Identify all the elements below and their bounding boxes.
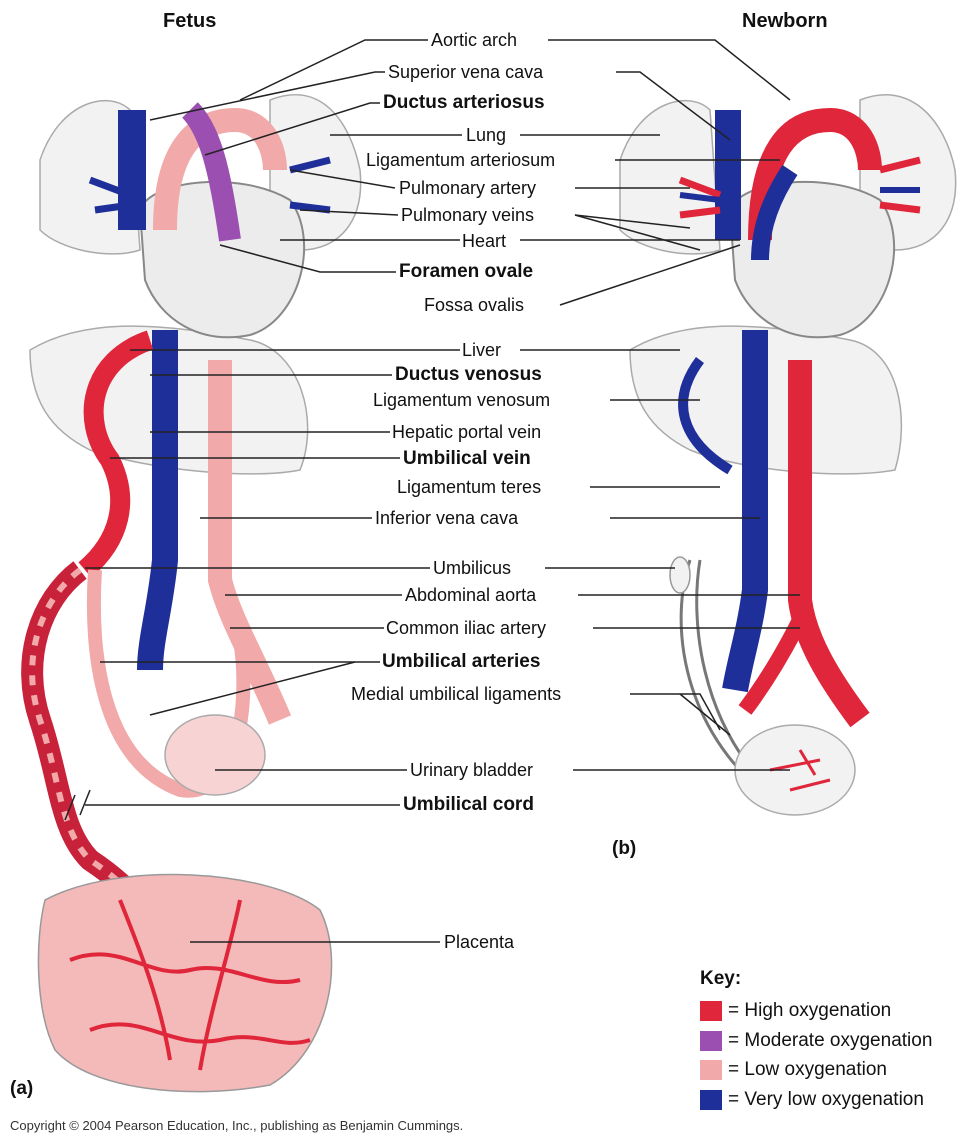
label-pulmonary-veins: Pulmonary veins bbox=[401, 205, 534, 225]
label-pulmonary-artery: Pulmonary artery bbox=[399, 178, 536, 198]
label-umbilical-arteries: Umbilical arteries bbox=[382, 652, 540, 672]
label-liver: Liver bbox=[462, 340, 501, 360]
title-newborn: Newborn bbox=[742, 10, 828, 33]
label-ductus-arteriosus: Ductus arteriosus bbox=[383, 93, 545, 113]
label-superior-vena-cava: Superior vena cava bbox=[388, 62, 543, 82]
panel-label-b: (b) bbox=[612, 838, 636, 860]
label-heart: Heart bbox=[462, 231, 506, 251]
key-label-very-low: = Very low oxygenation bbox=[728, 1089, 924, 1111]
key-label-moderate: = Moderate oxygenation bbox=[728, 1030, 932, 1052]
label-umbilical-cord: Umbilical cord bbox=[403, 795, 534, 815]
label-ductus-venosus: Ductus venosus bbox=[395, 365, 542, 385]
label-inferior-vena-cava: Inferior vena cava bbox=[375, 508, 518, 528]
label-common-iliac-artery: Common iliac artery bbox=[386, 618, 546, 638]
title-fetus: Fetus bbox=[163, 10, 216, 33]
swatch-moderate bbox=[700, 1031, 722, 1051]
label-hepatic-portal-vein: Hepatic portal vein bbox=[392, 422, 541, 442]
label-urinary-bladder: Urinary bladder bbox=[410, 760, 533, 780]
panel-label-a: (a) bbox=[10, 1078, 33, 1100]
key-item-high: = High oxygenation bbox=[700, 1000, 891, 1022]
swatch-high bbox=[700, 1001, 722, 1021]
label-umbilical-vein: Umbilical vein bbox=[403, 449, 531, 469]
label-ligamentum-venosum: Ligamentum venosum bbox=[373, 390, 550, 410]
key-label-low: = Low oxygenation bbox=[728, 1059, 887, 1081]
key-item-moderate: = Moderate oxygenation bbox=[700, 1030, 932, 1052]
newborn-illustration bbox=[620, 95, 956, 815]
key-item-low: = Low oxygenation bbox=[700, 1059, 887, 1081]
label-medial-umbilical-ligaments: Medial umbilical ligaments bbox=[351, 684, 561, 704]
label-ligamentum-teres: Ligamentum teres bbox=[397, 477, 541, 497]
label-umbilicus: Umbilicus bbox=[433, 558, 511, 578]
key-title: Key: bbox=[700, 968, 741, 990]
key-item-very-low: = Very low oxygenation bbox=[700, 1089, 924, 1111]
label-fossa-ovalis: Fossa ovalis bbox=[424, 295, 524, 315]
key-label-high: = High oxygenation bbox=[728, 1000, 891, 1022]
label-abdominal-aorta: Abdominal aorta bbox=[405, 585, 536, 605]
label-ligamentum-arteriosum: Ligamentum arteriosum bbox=[366, 150, 555, 170]
swatch-low bbox=[700, 1060, 722, 1080]
label-lung: Lung bbox=[466, 125, 506, 145]
label-foramen-ovale: Foramen ovale bbox=[399, 262, 533, 282]
copyright-notice: Copyright © 2004 Pearson Education, Inc.… bbox=[10, 1118, 463, 1133]
label-placenta: Placenta bbox=[444, 932, 514, 952]
label-aortic-arch: Aortic arch bbox=[431, 30, 517, 50]
swatch-very-low bbox=[700, 1090, 722, 1110]
